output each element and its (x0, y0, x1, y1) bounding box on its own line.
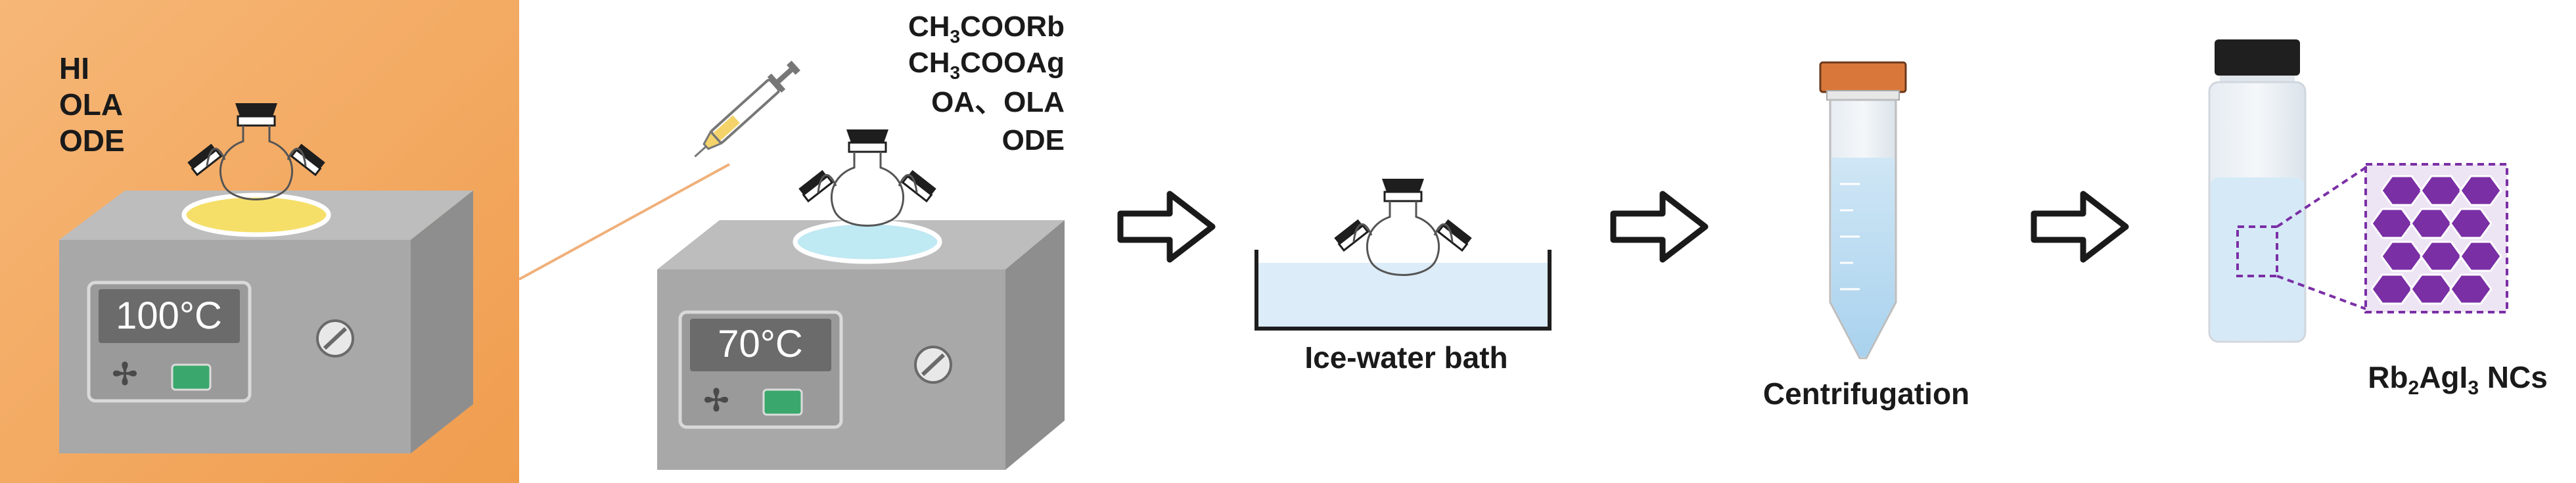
step1-reagent-1: HI (59, 51, 89, 85)
step1-reagent-2: OLA (59, 87, 123, 122)
step1-panel: HI OLA ODE 100°C ✢ (0, 0, 519, 483)
tube-graduations (1840, 183, 1860, 290)
heater-1-well (181, 193, 331, 237)
step2-reagent-4: ODE (1002, 124, 1065, 156)
arrow-2-icon (1613, 194, 1705, 260)
flask-3-icon (1334, 179, 1471, 275)
ice-bath-label: Ice-water bath (1304, 340, 1507, 375)
heater-2-indicator (762, 388, 803, 416)
step3-ice-bath: Ice-water bath (1254, 179, 1552, 375)
ice-bath-water (1258, 263, 1548, 329)
product-label: Rb2AgI3 NCs (2368, 360, 2548, 399)
step4-centrifuge: Centrifugation (1763, 61, 1969, 411)
nanocrystal-row-2 (2370, 208, 2493, 239)
injection-connector (518, 163, 730, 281)
step1-reagent-3: ODE (59, 124, 125, 158)
vial-solution (2211, 177, 2304, 340)
nanocrystal-row-3 (2380, 241, 2502, 272)
tube-collar (1826, 90, 1900, 101)
step2-reagent-2: CH3COOAg (908, 47, 1065, 83)
heater-2-plus-icon: ✢ (704, 383, 729, 417)
centrifugation-label: Centrifugation (1763, 377, 1969, 411)
nanocrystal-lattice (2370, 175, 2502, 305)
step2-reagent-3: OA、OLA (931, 86, 1065, 118)
heater-2-side (1005, 220, 1065, 470)
arrow-1-icon (1120, 194, 1212, 260)
heater-1: 100°C ✢ (59, 191, 473, 453)
heater-1-display (99, 289, 240, 343)
heater-2-well (793, 219, 942, 264)
step2-reaction: CH3COORb CH3COOAg OA、OLA ODE 70°C ✢ (657, 11, 1065, 470)
syringe-icon (694, 60, 800, 158)
step5-product: Rb2AgI3 NCs (2208, 39, 2548, 399)
nanocrystal-row-1 (2380, 175, 2502, 206)
heater-1-knob-icon (316, 319, 354, 357)
heater-1-side (411, 191, 473, 453)
heater-2: 70°C ✢ (657, 219, 1065, 470)
tube-liquid (1831, 158, 1895, 357)
heater-2-knob-icon (914, 346, 952, 384)
heater-1-plus-icon: ✢ (112, 357, 138, 391)
flask-2-icon (797, 128, 938, 227)
step2-reagent-1: CH3COORb (908, 11, 1065, 47)
zoom-line-bottom (2276, 275, 2366, 310)
vial-cap (2215, 39, 2300, 76)
nanocrystal-row-4 (2370, 273, 2493, 305)
heater-1-indicator (171, 363, 212, 391)
ice-bath-container (1254, 250, 1552, 331)
heater-2-display (690, 319, 831, 371)
arrow-3-icon (2034, 194, 2126, 260)
tube-cap (1819, 61, 1907, 93)
heater-1-temperature: 100°C (116, 294, 222, 337)
heater-2-temperature: 70°C (718, 323, 803, 365)
reagent-list-2: CH3COORb CH3COOAg OA、OLA ODE (908, 11, 1065, 156)
